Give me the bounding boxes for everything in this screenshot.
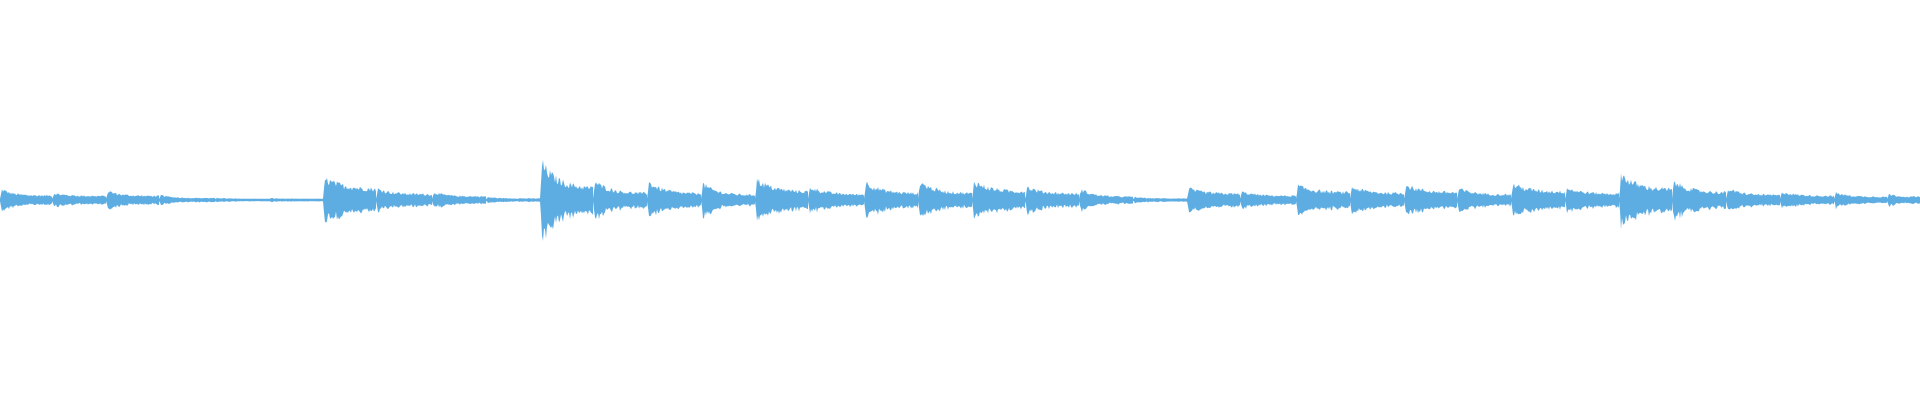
waveform-center-line (0, 199, 1920, 201)
waveform-notes (0, 159, 1920, 241)
waveform-note-31 (1672, 181, 1726, 221)
waveform-note-30 (1619, 173, 1672, 230)
